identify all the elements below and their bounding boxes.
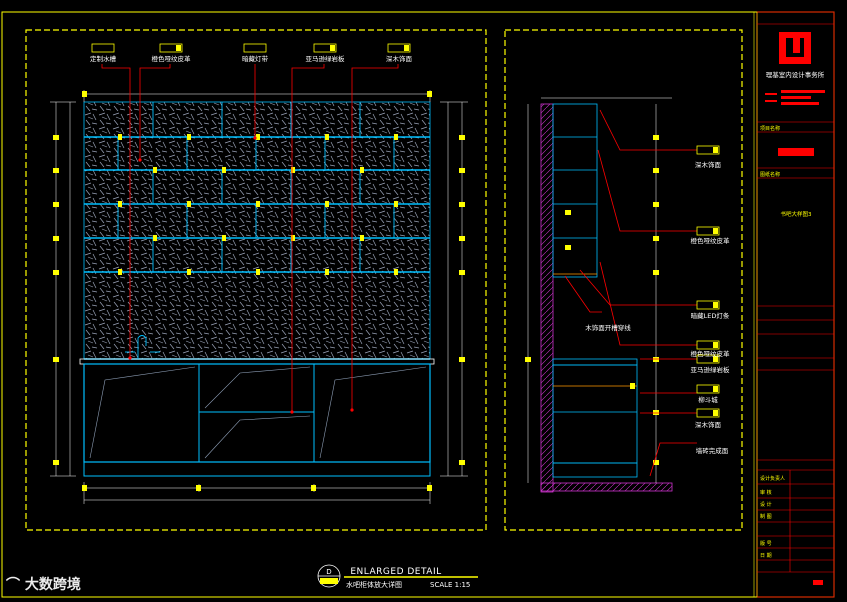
shelf-markers [118, 134, 398, 275]
firm-name: 理基室内设计事务所 [766, 70, 825, 79]
drawing-name: 书吧大样图3 [781, 210, 813, 218]
drawing-title-cn: 水吧柜体放大详图 [346, 580, 402, 589]
callout-tags [91, 43, 411, 53]
title-row-label: 图纸名称 [760, 171, 780, 178]
shelf-stone-panel [83, 101, 431, 360]
section-panel [504, 29, 743, 531]
right-dimension [440, 101, 468, 477]
section-dimension [527, 97, 672, 483]
watermark-text: 大数跨境 [24, 577, 81, 593]
title-row-label: 版 号 [760, 540, 772, 547]
left-dimension [50, 101, 76, 477]
floor-line [540, 482, 673, 492]
section-shelves [552, 103, 638, 478]
countertop [79, 358, 435, 365]
elevation-label: 亚马逊绿岩板 [306, 54, 346, 63]
section-label: 深木饰面 [695, 420, 722, 429]
sheet-number-box [813, 580, 823, 585]
elevation-label-group: 定制水槽 橙色哑纹皮革 暗藏灯带 亚马逊绿岩板 深木饰面 [90, 54, 413, 63]
title-row-label: 设计负责人 [760, 475, 785, 482]
section-trim [553, 273, 637, 387]
dimension-ticks [53, 91, 465, 491]
top-dimension [83, 90, 431, 102]
watermark-logo-icon: ⌒ [6, 577, 20, 593]
title-block-rows: 项目名称 图纸名称 设计负责人 审 核 设 计 制 图 版 号 日 期 [760, 125, 785, 559]
section-ticks [525, 135, 659, 465]
title-row-label: 项目名称 [760, 125, 780, 132]
section-leaders [564, 109, 697, 477]
watermark: ⌒ 大数跨境 [6, 574, 81, 594]
section-label: 深木饰面 [695, 160, 722, 169]
section-label-group: 深木饰面 橙色哑纹皮革 木饰面开槽穿线 暗藏LED灯条 橙色哑纹皮革 亚马逊绿岩… [585, 160, 730, 455]
firm-logo [779, 32, 811, 64]
title-block: 理基室内设计事务所 [753, 11, 835, 598]
section-callout-tags [696, 145, 720, 418]
redacted-info [765, 90, 825, 156]
drawing-scale: SCALE 1:15 [430, 581, 470, 589]
section-label: 橙色哑纹皮革 [691, 349, 731, 358]
leader-dots [128, 136, 354, 414]
elevation-label: 定制水槽 [90, 54, 117, 63]
section-drawing: 深木饰面 橙色哑纹皮革 木饰面开槽穿线 暗藏LED灯条 橙色哑纹皮革 亚马逊绿岩… [525, 97, 730, 493]
section-label: 暗藏LED灯条 [691, 311, 730, 320]
title-row-label: 设 计 [760, 501, 772, 508]
shelf-dividers [117, 102, 395, 272]
title-row-label: 日 期 [760, 553, 772, 559]
elevation-label: 深木饰面 [386, 54, 413, 63]
title-row-label: 制 图 [760, 513, 772, 520]
elevation-label: 橙色哑纹皮革 [152, 54, 192, 63]
section-wall [540, 103, 554, 493]
section-label: 墙砖完成面 [696, 446, 729, 455]
shelf-lines [84, 136, 430, 360]
title-block-dividers [757, 23, 834, 573]
elevation-label: 暗藏灯带 [242, 54, 269, 63]
drawing-title: D ENLARGED DETAIL 水吧柜体放大详图 SCALE 1:15 [317, 564, 478, 589]
title-row-label: 审 核 [760, 489, 772, 496]
detail-marker-letter: D [326, 568, 331, 576]
lower-cabinet [83, 363, 431, 463]
cabinet-doors [83, 364, 431, 477]
elevation-drawing: 定制水槽 橙色哑纹皮革 暗藏灯带 亚马逊绿岩板 深木饰面 [50, 43, 468, 504]
drawing-title-en: ENLARGED DETAIL [350, 567, 441, 577]
section-label: 柳斗城 [698, 395, 718, 404]
door-swing-lines [89, 366, 427, 459]
section-label: 木饰面开槽穿线 [585, 323, 631, 332]
section-label: 橙色哑纹皮革 [691, 236, 731, 245]
bottom-dimension [83, 482, 431, 504]
elevation-leaders [101, 64, 399, 412]
elevation-panel [25, 29, 487, 531]
section-label: 亚马逊绿岩板 [691, 365, 731, 374]
